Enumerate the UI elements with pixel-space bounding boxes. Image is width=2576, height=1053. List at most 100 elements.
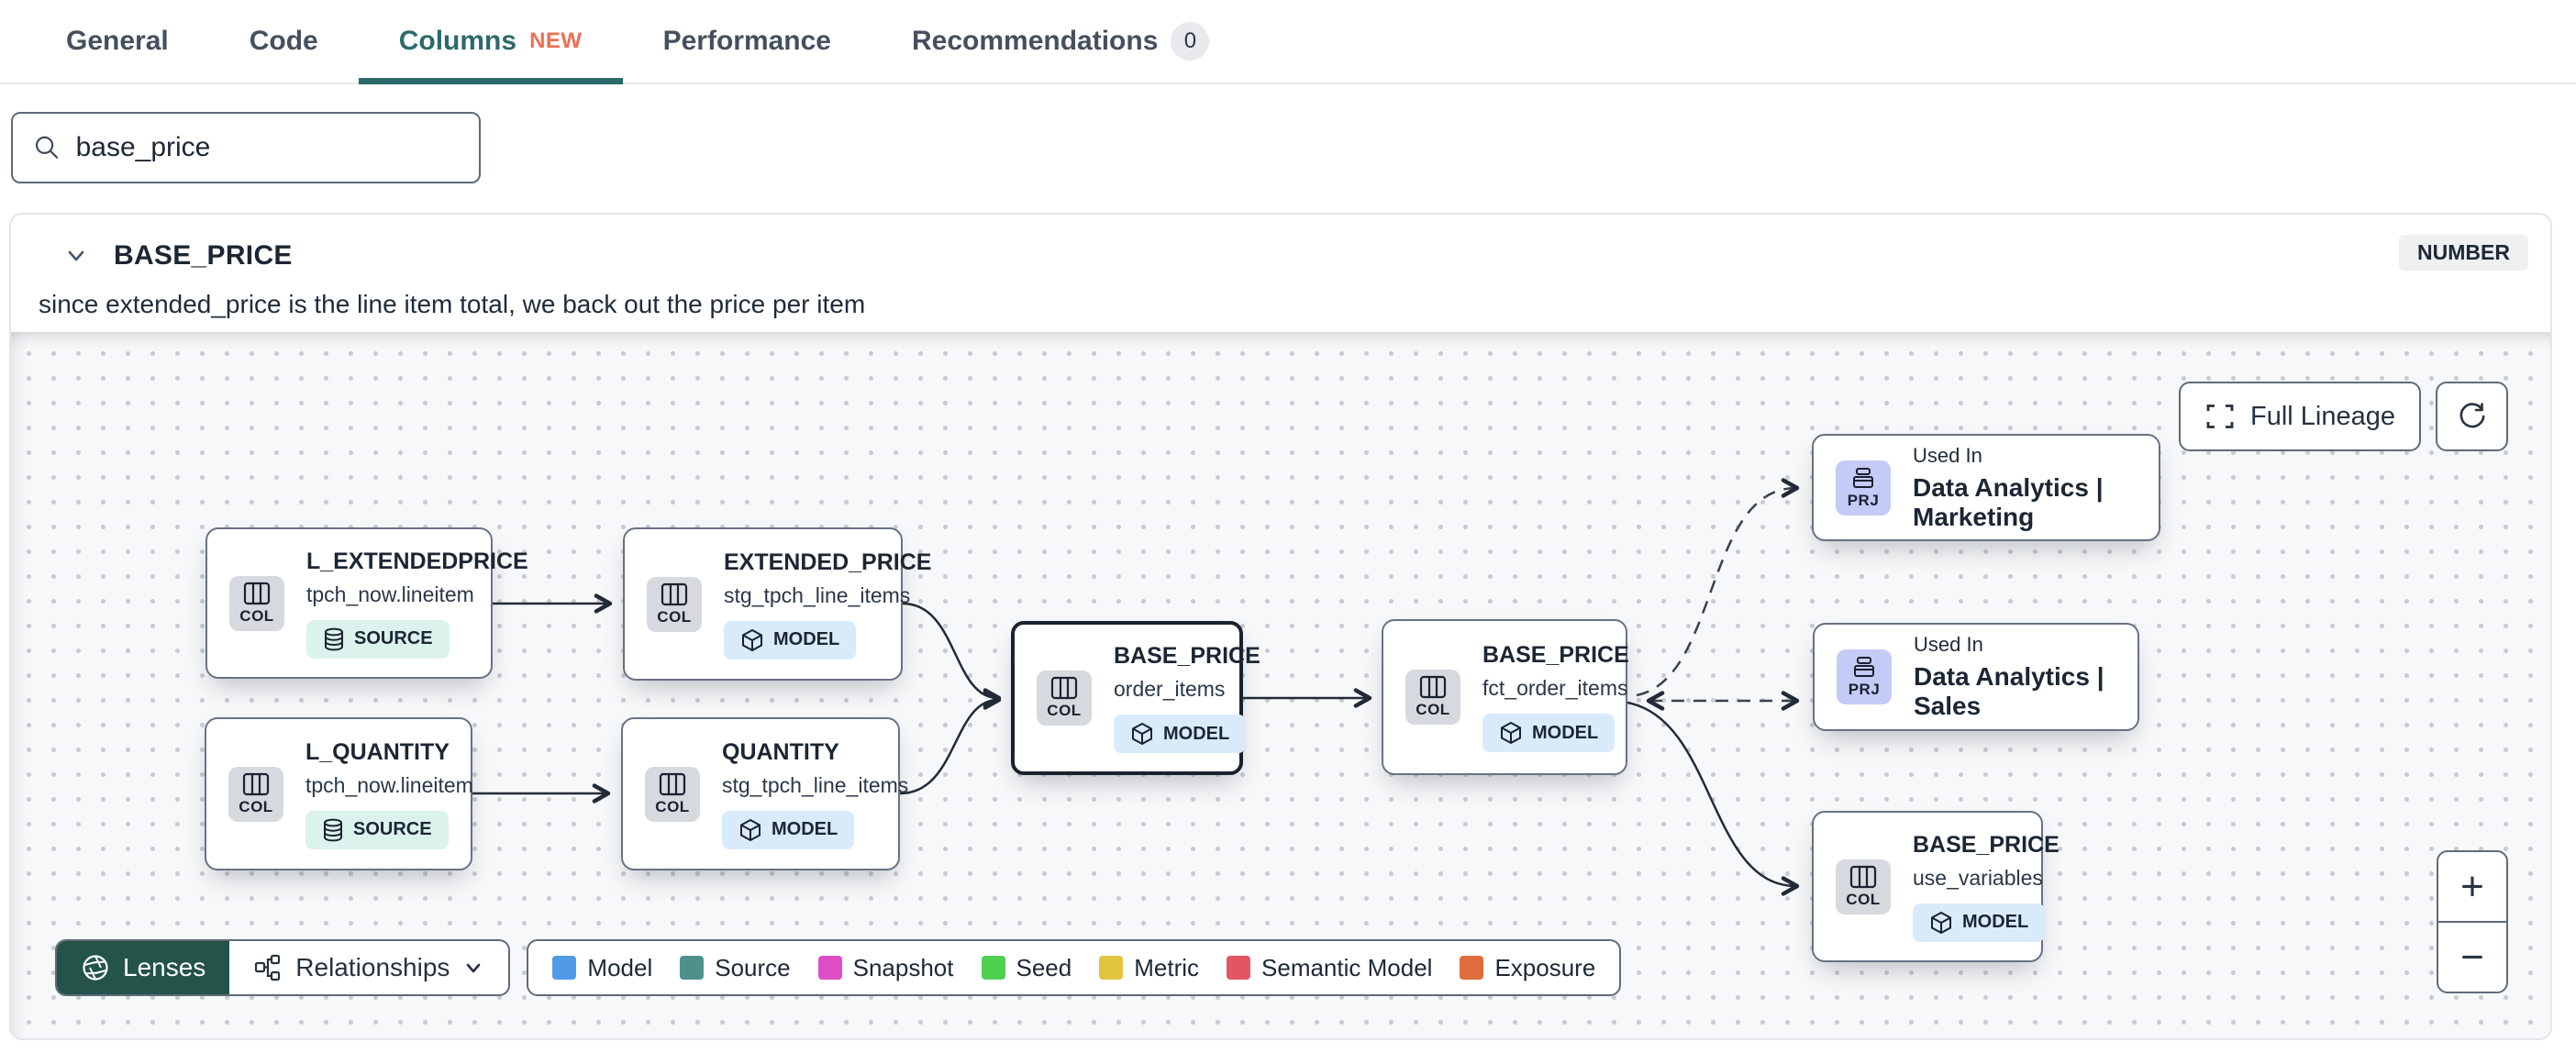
lineage-node[interactable]: COL EXTENDED_PRICE stg_tpch_line_items M…	[623, 527, 931, 681]
column-chip: COL	[1405, 670, 1460, 725]
columns-icon	[659, 772, 686, 795]
tab-performance[interactable]: Performance	[623, 0, 872, 83]
column-chip: COL	[1836, 859, 1891, 914]
legend-swatch	[981, 956, 1005, 980]
model-badge: MODEL	[722, 810, 855, 849]
lenses-group: Lenses Relationships	[55, 939, 511, 996]
source-badge: SOURCE	[305, 810, 449, 849]
model-badge: MODEL	[1114, 715, 1247, 753]
search-icon	[35, 136, 59, 159]
project-chip: PRJ	[1837, 649, 1892, 704]
refresh-button[interactable]	[2436, 382, 2508, 451]
lenses-button[interactable]: Lenses	[57, 941, 230, 994]
legend-label: Snapshot	[852, 953, 954, 981]
tab-label: General	[66, 26, 169, 56]
exposure-node[interactable]: PRJ Used In Data Analytics | Marketing	[1812, 434, 2160, 541]
zoom-in-button[interactable]: +	[2438, 852, 2506, 923]
chevron-down-icon[interactable]	[64, 244, 88, 268]
graph-footer: Lenses Relationships Model Source Snapsh…	[55, 939, 1622, 996]
node-subtitle: tpch_now.lineitem	[305, 772, 473, 797]
column-chip: COL	[1037, 671, 1092, 726]
lineage-node[interactable]: COL BASE_PRICE use_variables MODEL	[1812, 811, 2060, 962]
lineage-node[interactable]: COL L_EXTENDEDPRICE tpch_now.lineitem SO…	[205, 527, 528, 679]
legend-item: Exposure	[1460, 954, 1595, 982]
relationships-dropdown[interactable]: Relationships	[229, 941, 508, 994]
tab-label: Columns	[398, 26, 517, 56]
legend-label: Semantic Model	[1261, 953, 1433, 981]
used-in-label: Used In	[1914, 633, 1983, 656]
exposure-node[interactable]: PRJ Used In Data Analytics | Sales	[1813, 623, 2139, 731]
column-chip: COL	[229, 575, 284, 631]
node-title: BASE_PRICE	[1913, 831, 2060, 858]
relationships-label: Relationships	[295, 953, 450, 981]
tab-bar: General Code Columns NEW Performance Rec…	[0, 0, 2576, 84]
stack-icon	[1853, 467, 1873, 488]
node-subtitle: fct_order_items	[1482, 676, 1628, 700]
node-subtitle: use_variables	[1913, 865, 2043, 890]
column-panel: BASE_PRICE NUMBER since extended_price i…	[9, 213, 2552, 1040]
cube-icon	[1132, 722, 1152, 746]
legend-label: Seed	[1016, 953, 1072, 981]
node-title: L_QUANTITY	[305, 738, 450, 765]
legend-swatch	[552, 956, 577, 980]
database-icon	[324, 818, 342, 841]
search-box[interactable]	[11, 112, 481, 183]
tab-code[interactable]: Code	[209, 0, 359, 83]
node-subtitle: stg_tpch_line_items	[722, 772, 909, 797]
model-badge: MODEL	[724, 620, 857, 660]
search-input[interactable]	[75, 132, 459, 163]
lineage-node[interactable]: COL L_QUANTITY tpch_now.lineitem SOURCE	[205, 717, 473, 870]
columns-icon	[1849, 865, 1877, 888]
legend-swatch	[1227, 956, 1251, 980]
tab-recommendations[interactable]: Recommendations 0	[872, 0, 1249, 83]
legend-item: Source	[680, 953, 791, 982]
tab-label: Performance	[662, 26, 831, 56]
node-title: BASE_PRICE	[1114, 643, 1260, 669]
tab-label: Recommendations	[912, 26, 1159, 56]
column-header: BASE_PRICE NUMBER	[11, 215, 2550, 284]
node-title: BASE_PRICE	[1482, 642, 1629, 668]
database-icon	[325, 627, 343, 650]
tab-columns[interactable]: Columns NEW	[358, 0, 623, 84]
used-in-title: Data Analytics | Marketing	[1913, 472, 2104, 531]
chevron-down-icon	[467, 963, 481, 973]
lineage-node[interactable]: COL QUANTITY stg_tpch_line_items MODEL	[621, 717, 908, 870]
legend-swatch	[1099, 956, 1124, 980]
refresh-icon	[2459, 403, 2484, 428]
cube-icon	[740, 818, 761, 841]
zoom-out-button[interactable]: −	[2460, 934, 2484, 980]
hierarchy-icon	[255, 954, 281, 981]
tab-general[interactable]: General	[26, 0, 209, 83]
lineage-node-selected[interactable]: COL BASE_PRICE order_items MODEL	[1011, 621, 1260, 775]
full-lineage-button[interactable]: Full Lineage	[2179, 382, 2421, 451]
lineage-edges	[472, 478, 1800, 896]
columns-icon	[661, 582, 688, 605]
source-badge: SOURCE	[306, 619, 450, 659]
expand-icon	[2206, 405, 2234, 428]
column-description: since extended_price is the line item to…	[39, 290, 866, 318]
lenses-label: Lenses	[123, 953, 206, 981]
new-badge: NEW	[529, 28, 583, 53]
legend-label: Metric	[1134, 953, 1200, 981]
node-title: L_EXTENDEDPRICE	[306, 548, 528, 574]
badge-label: SOURCE	[354, 628, 433, 648]
legend-item: Metric	[1099, 954, 1199, 982]
column-chip: COL	[645, 766, 700, 822]
badge-label: SOURCE	[353, 819, 432, 839]
node-type-legend: Model Source Snapshot Seed Metric Semant…	[527, 939, 1622, 996]
zoom-control: + −	[2437, 850, 2508, 993]
lineage-graph[interactable]: COL L_EXTENDEDPRICE tpch_now.lineitem SO…	[11, 332, 2550, 1038]
badge-label: MODEL	[1962, 912, 2029, 932]
project-chip: PRJ	[1836, 460, 1891, 515]
columns-icon	[243, 582, 271, 604]
chip-label: COL	[239, 797, 273, 815]
lineage-node[interactable]: COL BASE_PRICE fct_order_items MODEL	[1382, 619, 1629, 775]
legend-label: Model	[587, 953, 653, 981]
legend-swatch	[817, 956, 842, 980]
stack-icon	[1854, 657, 1874, 677]
legend-swatch	[680, 956, 705, 980]
legend-item: Semantic Model	[1227, 954, 1432, 982]
column-chip: COL	[647, 576, 702, 632]
column-chip: COL	[228, 766, 283, 822]
legend-label: Source	[715, 953, 791, 981]
